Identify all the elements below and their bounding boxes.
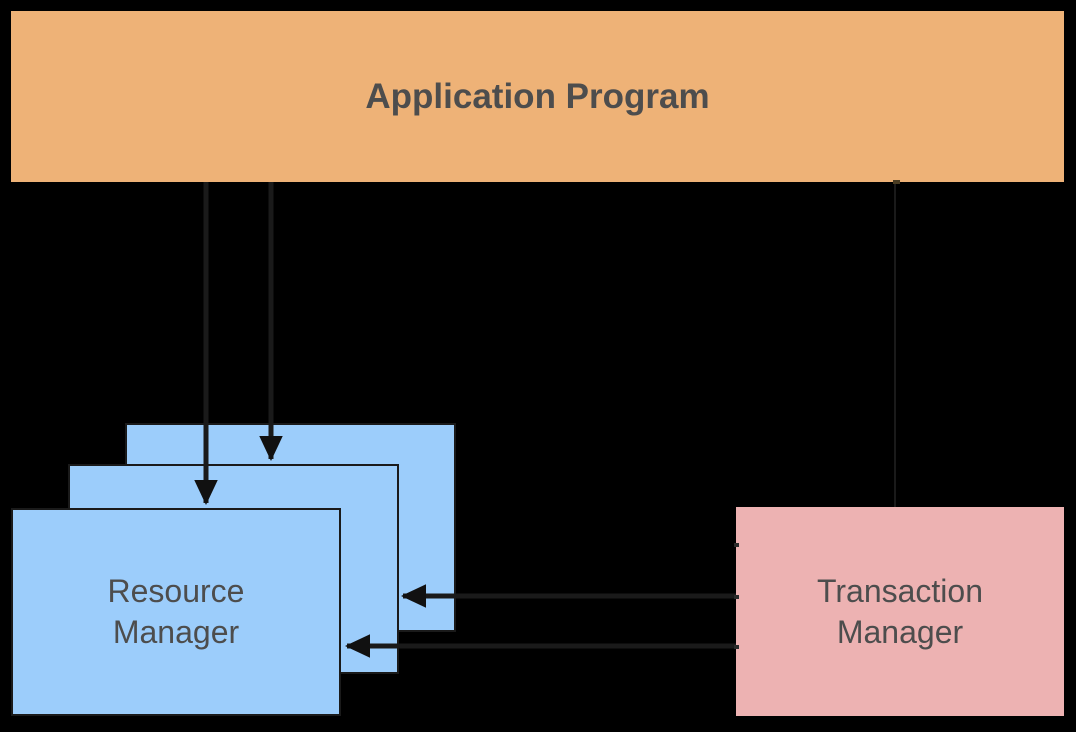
resource-manager-label: Resource Manager bbox=[108, 571, 245, 653]
node-application-program[interactable]: Application Program bbox=[11, 11, 1064, 182]
node-resource-manager[interactable]: Resource Manager bbox=[11, 508, 341, 716]
connection-stub-application-program bbox=[893, 180, 900, 184]
connection-port-transaction-manager-bottom bbox=[734, 645, 739, 649]
connection-port-transaction-manager-top bbox=[734, 543, 739, 547]
connection-port-transaction-manager-middle bbox=[734, 595, 739, 599]
resource-manager-label-line1: Resource bbox=[107, 573, 245, 610]
resource-manager-label-line2: Manager bbox=[112, 614, 240, 650]
node-transaction-manager[interactable]: Transaction Manager bbox=[736, 507, 1064, 716]
transaction-manager-label-line2: Manager bbox=[836, 613, 964, 650]
application-program-label: Application Program bbox=[365, 76, 710, 116]
transaction-manager-label: Transaction Manager bbox=[817, 571, 983, 653]
transaction-manager-label-line1: Transaction bbox=[817, 572, 983, 609]
